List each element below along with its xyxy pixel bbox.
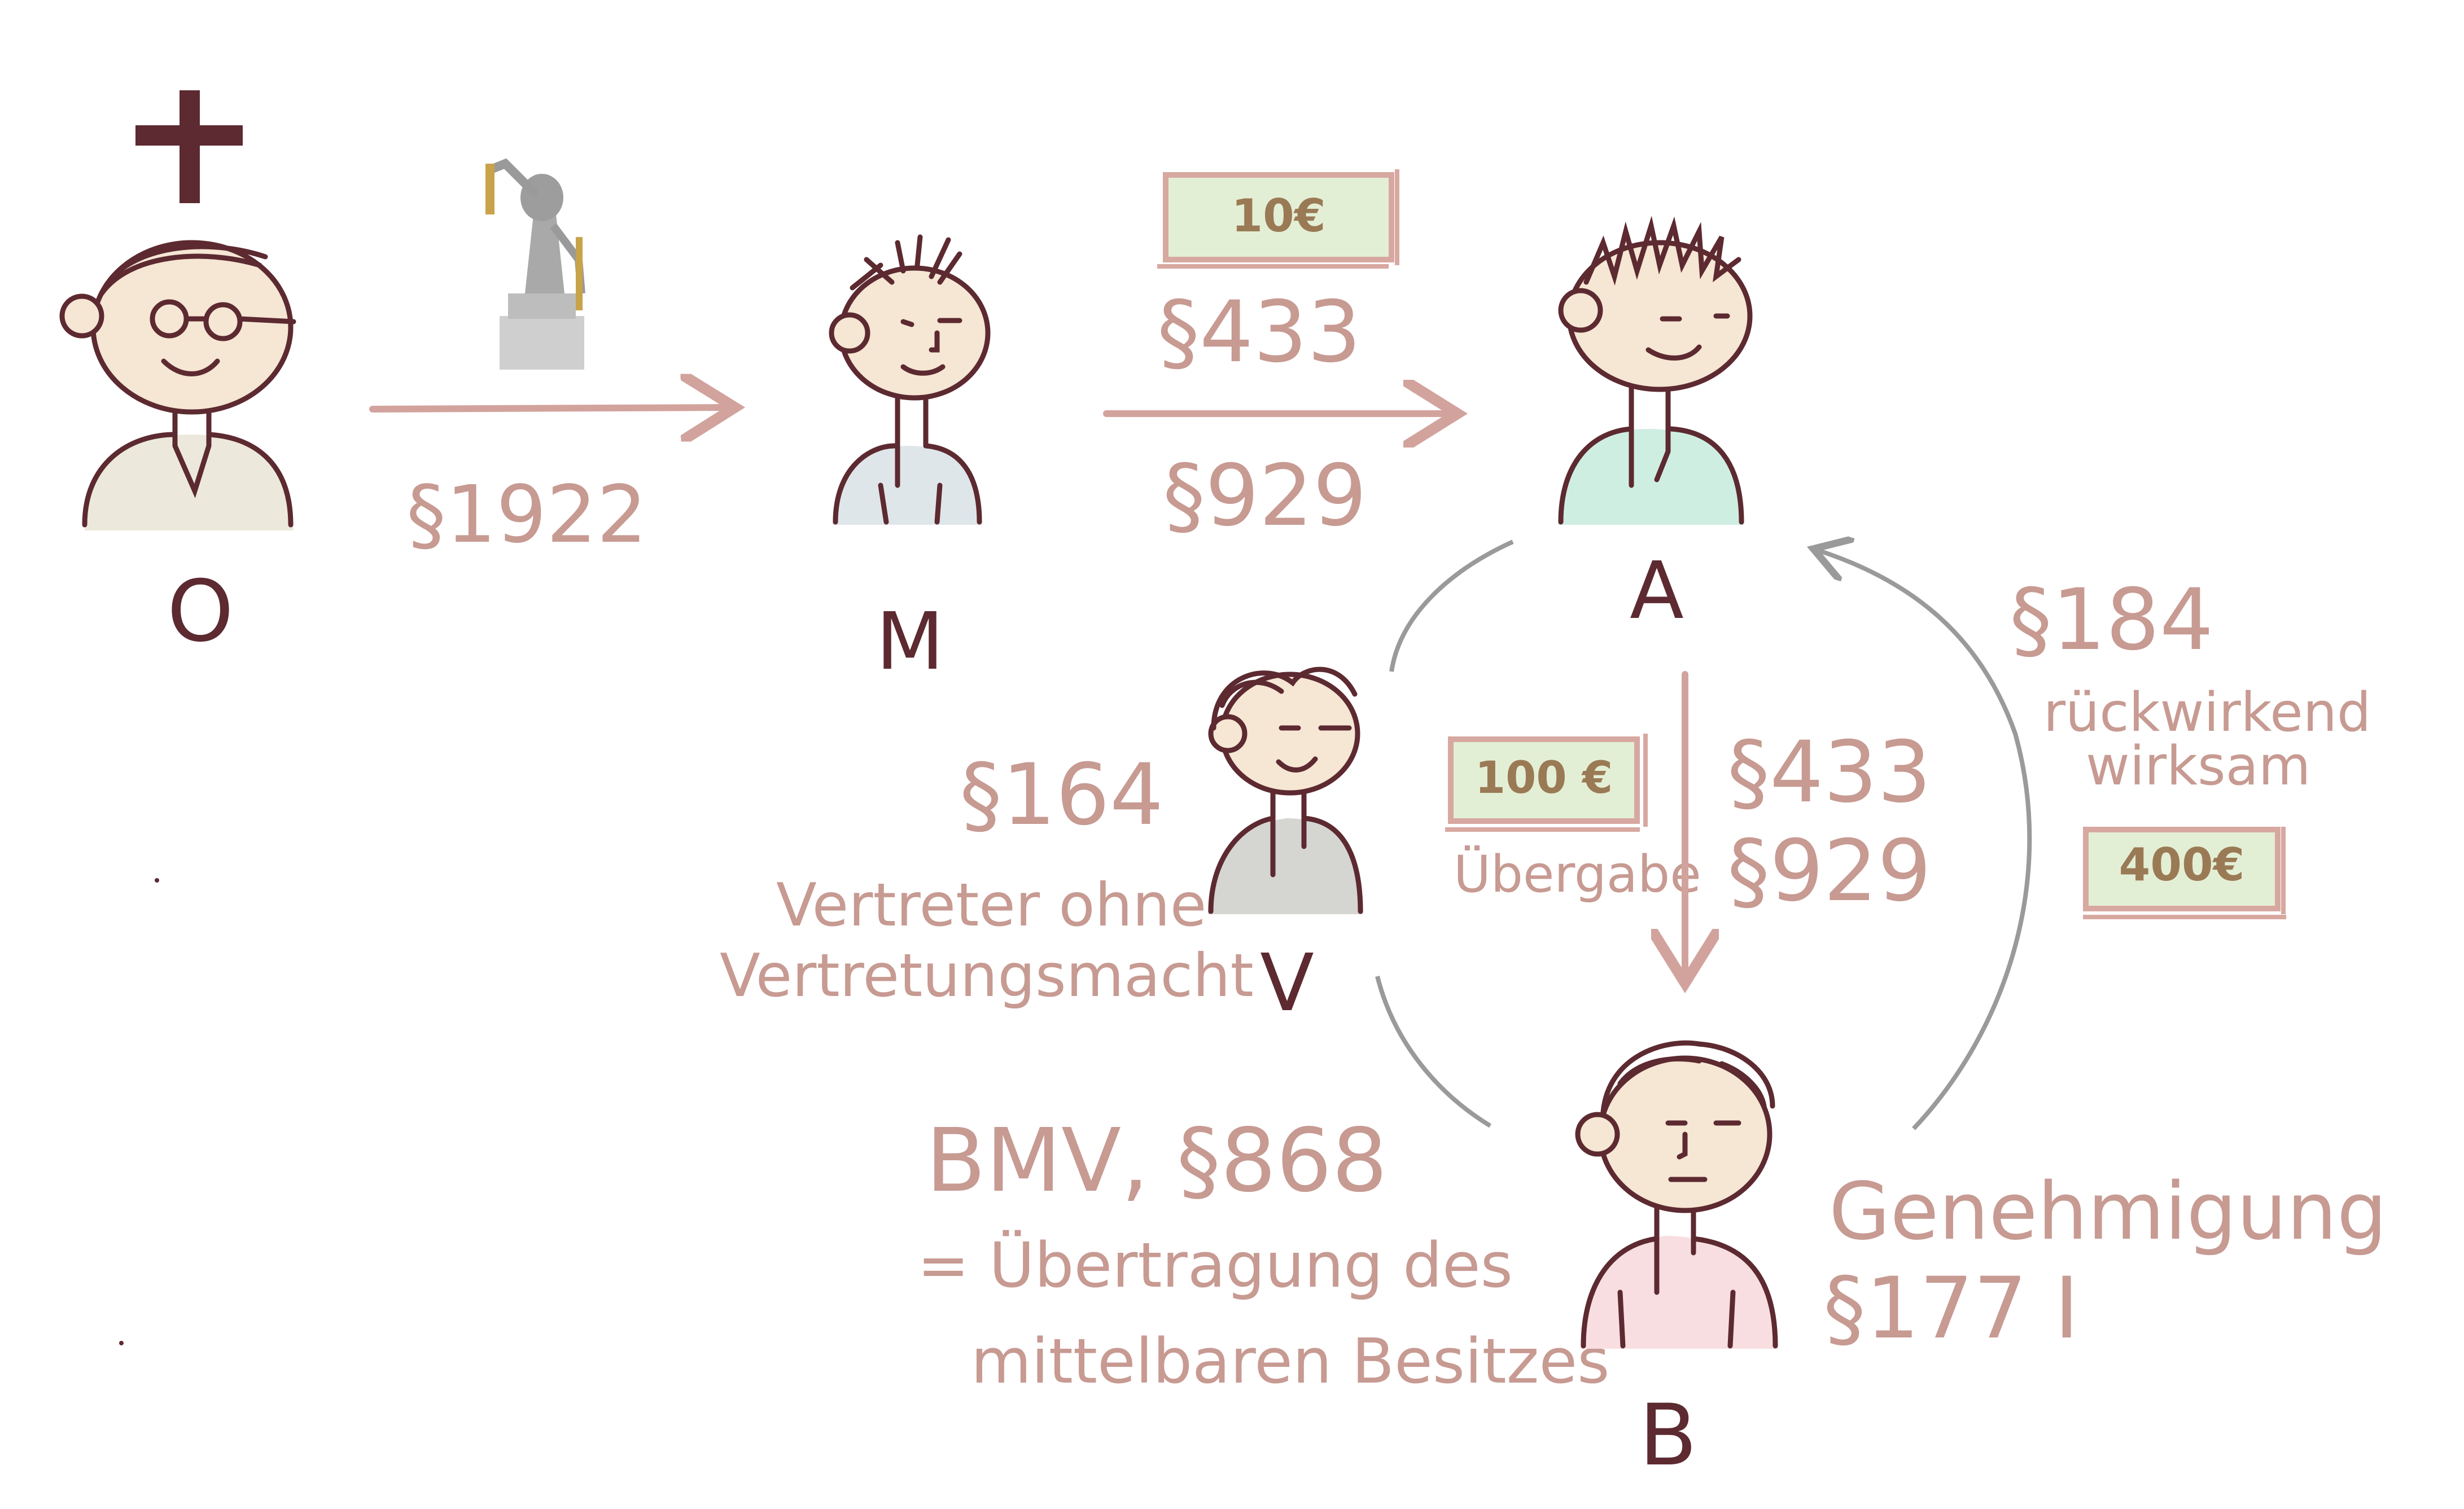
label-bmv: BMV, §868	[926, 1109, 1388, 1212]
person-label-v: V	[1260, 937, 1314, 1029]
arc-b-a	[1818, 550, 2032, 1130]
person-a	[1558, 216, 1753, 525]
label-genehmigung: Genehmigung	[1829, 1166, 2387, 1258]
label-1922: §1922	[406, 469, 647, 561]
arrow-o-m	[369, 407, 728, 409]
person-label-b: B	[1639, 1387, 1697, 1485]
stray-dot	[155, 878, 159, 883]
label-177: §177 I	[1823, 1260, 2079, 1358]
money-bill-10: 10€	[1157, 169, 1399, 269]
label-164: §164	[960, 746, 1163, 844]
money-label-100: 100 €	[1475, 753, 1613, 804]
label-433-top: §433	[1157, 283, 1361, 381]
label-433-mid: §433	[1727, 723, 1931, 822]
cross-icon	[135, 90, 243, 203]
stray-dot	[119, 1341, 124, 1345]
label-184: §184	[2010, 571, 2213, 669]
money-bill-100: 100 €	[1445, 734, 1648, 832]
statue-icon	[485, 158, 585, 370]
label-uebertragung-line2: mittelbaren Besitzes	[971, 1325, 1609, 1397]
person-o	[59, 240, 296, 530]
label-rueckwirkend-line1: rückwirkend	[2043, 682, 2371, 744]
arc-v-b	[1375, 976, 1492, 1128]
person-b	[1575, 1040, 1778, 1349]
money-label-10: 10€	[1232, 190, 1326, 242]
money-label-400: 400€	[2119, 839, 2245, 891]
label-vertreter-line2: Vertretungsmacht	[720, 941, 1254, 1010]
person-v	[1208, 666, 1363, 914]
arc-a-v	[1389, 539, 1514, 672]
person-label-o: O	[167, 563, 234, 661]
label-929-top: §929	[1163, 447, 1367, 545]
label-uebergabe: Übergabe	[1454, 844, 1701, 904]
label-rueckwirkend-line2: wirksam	[2086, 735, 2310, 797]
person-label-a: A	[1630, 545, 1684, 637]
label-vertreter-line1: Vertreter ohne	[776, 871, 1206, 940]
person-label-m: M	[876, 596, 944, 688]
person-m	[829, 234, 991, 525]
label-uebertragung-line1: = Übertragung des	[917, 1229, 1513, 1301]
label-929-mid: §929	[1727, 822, 1931, 920]
money-bill-400: 400€	[2083, 827, 2286, 919]
